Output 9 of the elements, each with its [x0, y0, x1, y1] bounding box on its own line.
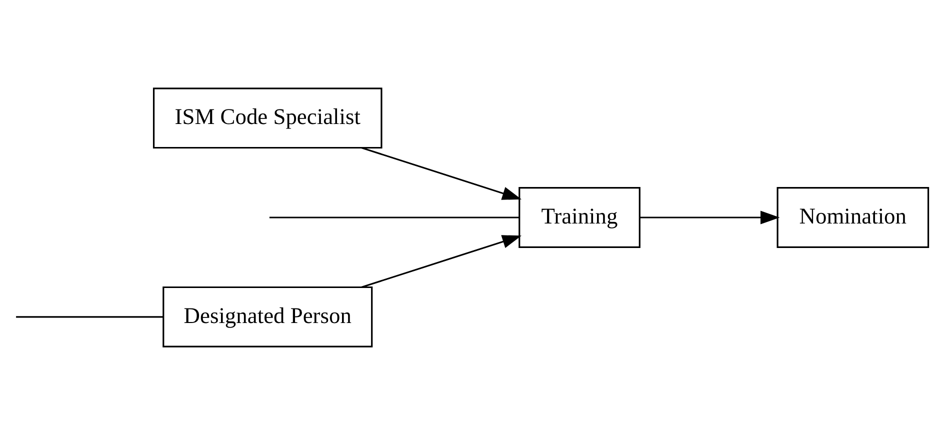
node-box: Designated Person: [162, 286, 373, 348]
arrow: [361, 147, 522, 200]
arrow: [361, 235, 522, 288]
arrow: [640, 210, 780, 224]
node-box: Training: [518, 187, 640, 248]
node-box: Nomination: [776, 187, 930, 248]
connector: [16, 316, 164, 318]
connector: [269, 216, 520, 218]
node-box: ISM Code Specialist: [152, 88, 382, 149]
